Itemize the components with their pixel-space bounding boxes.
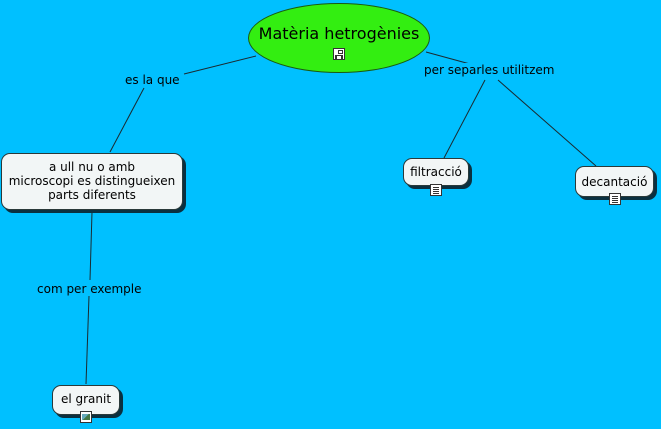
connector-label-bottom-to-example [85,295,90,385]
example-concept-node[interactable]: el granit [52,385,120,423]
connector-label-left-to-definition [109,87,145,153]
image-icon[interactable] [80,411,92,423]
connector-main-to-label-left [183,55,257,75]
connector-definition-to-label-bottom [89,211,93,281]
link-label-per-separles: per separles utilitzem [422,63,557,77]
example-label: el granit [60,392,112,406]
link-label-com-per-exemple: com per exemple [35,282,144,296]
filtration-concept-node[interactable]: filtracció [403,158,469,196]
definition-concept-node[interactable]: a ull nu o amb microscopi es distingueix… [1,153,183,210]
filtration-label: filtracció [410,165,462,179]
main-concept-label: Matèria hetrogènies [258,24,420,43]
document-icon[interactable] [609,193,621,205]
main-concept-node[interactable]: Matèria hetrogènies [248,3,430,73]
link-label-es-la-que: es la que [123,73,182,87]
connector-label-right-to-decantation [497,79,597,167]
concept-map-icon[interactable] [333,48,345,60]
decantation-label: decantació [581,175,648,189]
document-icon[interactable] [430,184,442,196]
connector-main-to-label-right [425,51,471,65]
decantation-concept-node[interactable]: decantació [575,166,654,205]
connector-label-right-to-filtration [443,79,486,159]
